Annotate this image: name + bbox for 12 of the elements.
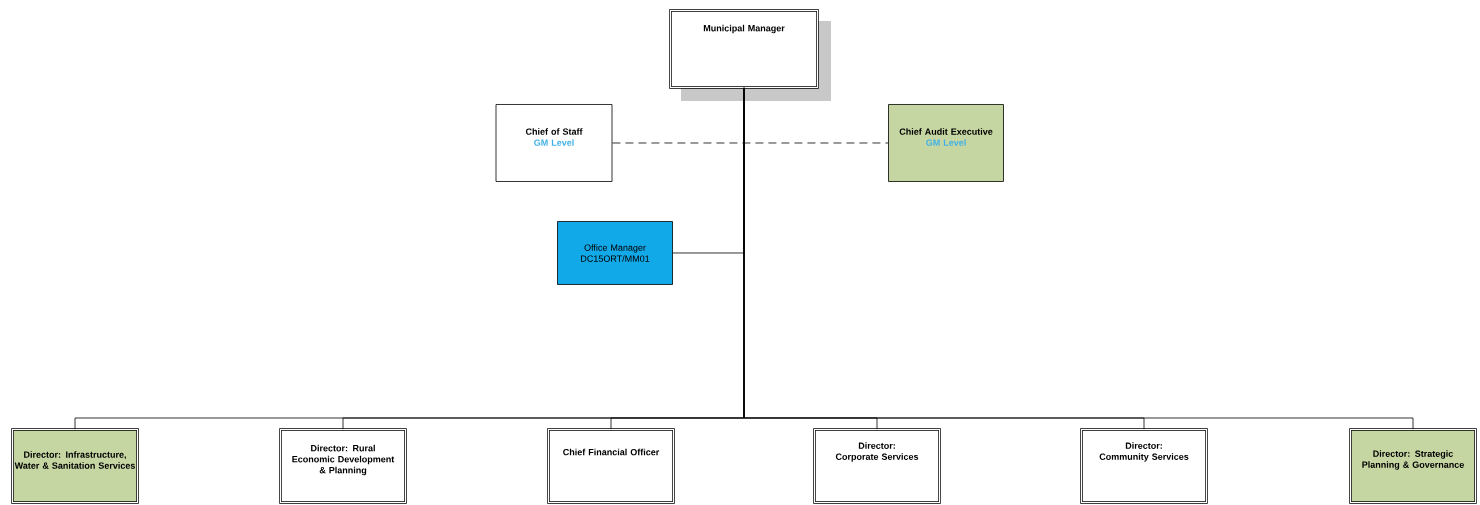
org-box: Director: Infrastructure, Water & Sanitation Services xyxy=(11,428,139,504)
org-box: Chief Financial Officer xyxy=(547,428,675,504)
org-box: Director: Community Services xyxy=(1080,428,1208,504)
connector-line xyxy=(743,87,1414,430)
org-box: Office Manager DC15ORT/MM01 xyxy=(557,221,673,285)
connector-line xyxy=(612,142,889,144)
org-box: Municipal Manager xyxy=(669,9,819,89)
org-box: Chief Audit Executive GM Level xyxy=(888,104,1004,182)
org-box: Director: Corporate Services xyxy=(813,428,941,504)
org-box: Chief of Staff GM Level xyxy=(495,104,613,182)
org-box: Director: Strategic Planning & Governance xyxy=(1349,428,1477,504)
org-box: Director: Rural Economic Development & Planning xyxy=(279,428,407,504)
